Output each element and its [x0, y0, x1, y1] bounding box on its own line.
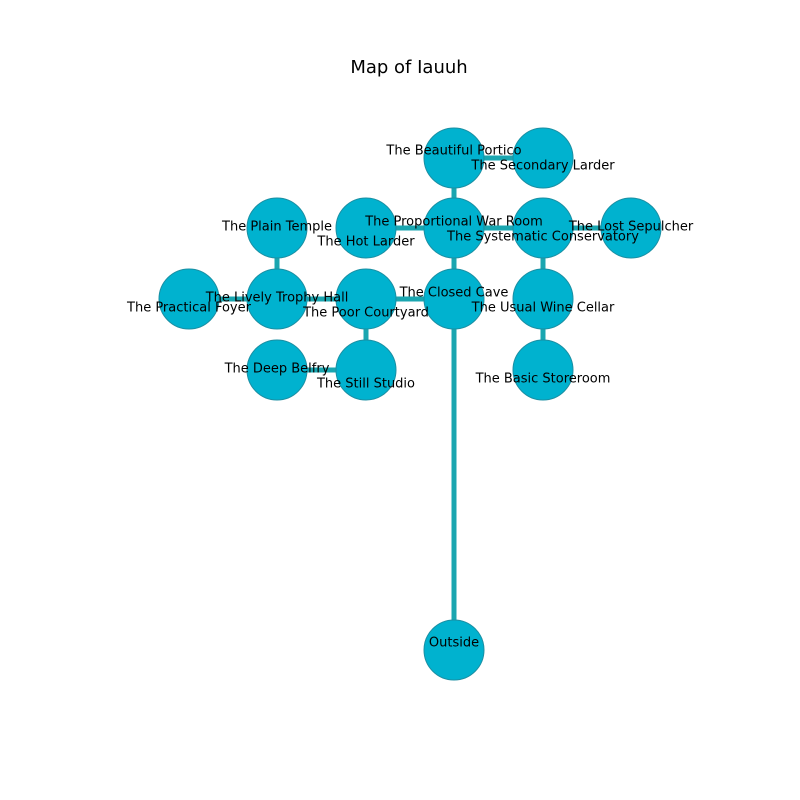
room-node-beautiful-portico [423, 127, 485, 189]
room-label-lively-trophy-hall: The Lively Trophy Hall [205, 291, 349, 306]
room-node-usual-wine-cellar [512, 268, 574, 330]
room-node-outside [423, 619, 485, 681]
room-node-basic-storeroom [512, 339, 574, 401]
room-label-secondary-larder: The Secondary Larder [470, 159, 615, 174]
room-node-lively-trophy-hall [246, 268, 308, 330]
room-node-proportional-war-room [423, 197, 485, 259]
room-node-deep-belfry [246, 339, 308, 401]
room-label-outside: Outside [429, 636, 479, 651]
map-rooms [158, 127, 662, 681]
room-label-plain-temple: The Plain Temple [221, 220, 332, 235]
map-title: Map of Iauuh [350, 57, 467, 78]
room-node-practical-foyer [158, 268, 220, 330]
room-label-hot-larder: The Hot Larder [316, 235, 415, 250]
room-label-deep-belfry: The Deep Belfry [224, 362, 330, 377]
room-label-practical-foyer: The Practical Foyer [126, 301, 252, 316]
room-label-closed-cave: The Closed Cave [399, 286, 509, 301]
room-node-plain-temple [246, 197, 308, 259]
room-label-basic-storeroom: The Basic Storeroom [475, 372, 611, 387]
room-node-systematic-conservatory [512, 197, 574, 259]
room-label-still-studio: The Still Studio [316, 377, 415, 392]
room-node-poor-courtyard [335, 268, 397, 330]
room-label-poor-courtyard: The Poor Courtyard [302, 306, 429, 321]
room-label-lost-sepulcher: The Lost Sepulcher [568, 220, 694, 235]
room-node-secondary-larder [512, 127, 574, 189]
room-node-lost-sepulcher [600, 197, 662, 259]
room-label-beautiful-portico: The Beautiful Portico [385, 144, 521, 159]
room-node-closed-cave [423, 268, 485, 330]
room-node-still-studio [335, 339, 397, 401]
room-label-systematic-conservatory: The Systematic Conservatory [446, 230, 639, 245]
room-label-proportional-war-room: The Proportional War Room [364, 215, 543, 230]
room-label-usual-wine-cellar: The Usual Wine Cellar [471, 301, 615, 316]
room-node-hot-larder [335, 197, 397, 259]
